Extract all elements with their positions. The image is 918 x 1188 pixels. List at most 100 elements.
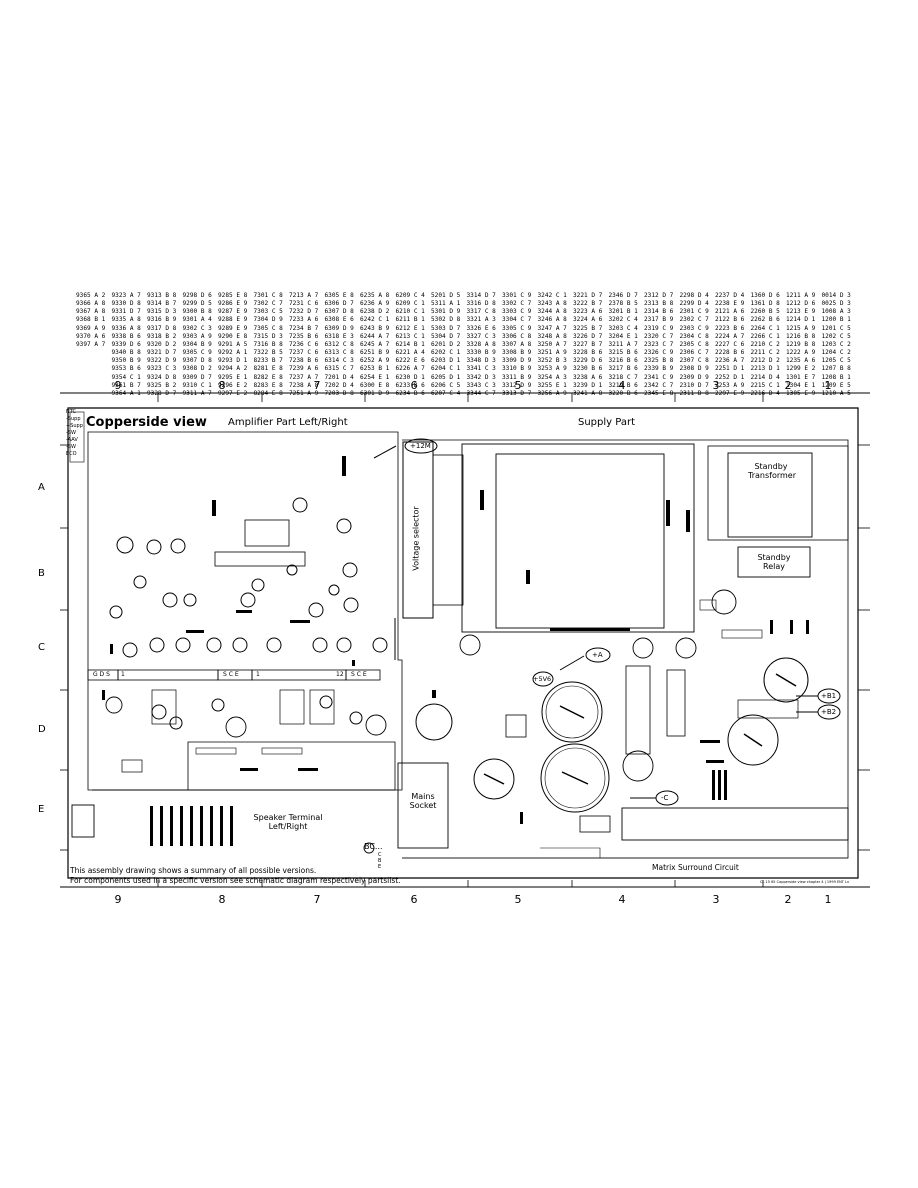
speaker-terminal-label: Speaker Terminal Left/Right xyxy=(253,813,323,831)
parts-table-entry: 1235 A 6 xyxy=(786,357,816,365)
parts-table-entry: 9308 D 2 xyxy=(182,365,212,373)
parts-table-entry: 9325 B 2 xyxy=(147,381,177,389)
parts-table-entry: 9340 B 8 xyxy=(111,349,141,357)
parts-table-entry: 2237 D 4 xyxy=(715,292,745,299)
parts-table-entry: 2223 B 6 xyxy=(715,324,745,332)
parts-table-entry: 1204 C 2 xyxy=(821,349,851,357)
parts-table-entry: 2122 B 6 xyxy=(715,316,745,324)
parts-table-entry: 7301 C 8 xyxy=(253,292,283,299)
parts-table-entry: 3247 A 7 xyxy=(537,324,567,332)
parts-table-entry: 2319 C 9 xyxy=(644,324,674,332)
parts-table-entry: 1222 A 9 xyxy=(786,349,816,357)
parts-table-entry: 7234 B 7 xyxy=(289,324,319,332)
transistor-pin-b: B xyxy=(378,858,382,864)
parts-table-entry: 2238 E 9 xyxy=(715,300,745,308)
left-label-ntc: NTC xyxy=(66,409,76,415)
parts-table-entry: 2214 D 4 xyxy=(750,373,780,381)
parts-table-entry: 6206 C 5 xyxy=(431,381,461,389)
matrix-surround-label: Matrix Surround Circuit xyxy=(652,863,739,872)
rail-label-plus-12m: +12M xyxy=(410,442,431,450)
page-title: Copperside view xyxy=(86,415,207,430)
parts-table-entry: 9287 E 9 xyxy=(218,308,248,316)
parts-table-entry: 2301 C 9 xyxy=(679,308,709,316)
parts-table-entry: 1202 C 5 xyxy=(821,332,851,340)
parts-table-entry: 6245 A 7 xyxy=(360,340,390,348)
parts-table-entry: 9300 B 8 xyxy=(182,308,212,316)
parts-table-entry: 6244 A 7 xyxy=(360,332,390,340)
parts-table-entry: 6243 B 9 xyxy=(360,324,390,332)
parts-table-entry: 7236 C 6 xyxy=(289,340,319,348)
parts-table-entry: 7235 B 6 xyxy=(289,332,319,340)
parts-table-entry: 3311 B 9 xyxy=(502,373,532,381)
parts-table-entry: 2302 C 7 xyxy=(679,316,709,324)
column-number-bottom-8: 8 xyxy=(218,893,226,906)
rail-label-plus-b1: +B1 xyxy=(821,692,837,700)
parts-table-entry: 3341 C 3 xyxy=(466,365,496,373)
connector-label-gds: G D S xyxy=(93,671,110,678)
parts-table-entry: 3321 A 3 xyxy=(466,316,496,324)
parts-table-entry: 2326 C 9 xyxy=(644,349,674,357)
parts-table-entry: 6251 B 9 xyxy=(360,349,390,357)
parts-table-entry: 2378 B 5 xyxy=(608,300,638,308)
parts-table-entry: 8281 E 8 xyxy=(253,365,283,373)
parts-table-entry: 1219 B 8 xyxy=(786,340,816,348)
parts-table-entry: 3228 B 6 xyxy=(573,349,603,357)
parts-table-entry: 8282 E 8 xyxy=(253,373,283,381)
parts-table-entry: 6308 E 6 xyxy=(324,316,354,324)
parts-table-entry: 3250 A 7 xyxy=(537,340,567,348)
parts-table-entry: 3216 B 6 xyxy=(608,357,638,365)
parts-table-entry: 2342 C 7 xyxy=(644,381,674,389)
connector-label-sce-1: S C E xyxy=(223,671,239,678)
parts-table-entry: 1205 C 5 xyxy=(821,357,851,365)
parts-table-entry: 9299 D 5 xyxy=(182,300,212,308)
parts-table-entry: 7231 C 6 xyxy=(289,300,319,308)
parts-table-entry: 3211 A 7 xyxy=(608,340,638,348)
parts-table-entry: 6314 C 3 xyxy=(324,357,354,365)
column-number-bottom-9: 9 xyxy=(114,893,122,906)
parts-table-entry: 9321 D 7 xyxy=(147,349,177,357)
parts-table-entry: 7322 B 5 xyxy=(253,349,283,357)
parts-table-entry: 3239 D 1 xyxy=(573,381,603,389)
parts-table-entry: 2253 A 9 xyxy=(715,381,745,389)
parts-table-entry: 6307 D 8 xyxy=(324,308,354,316)
parts-table-entry: 6315 C 7 xyxy=(324,365,354,373)
parts-table-entry: 6300 E 8 xyxy=(360,381,390,389)
assembly-note-line-1: This assembly drawing shows a summary of… xyxy=(70,866,317,875)
row-letter-b: B xyxy=(38,568,45,579)
parts-table-entry: 2341 C 9 xyxy=(644,373,674,381)
connector-label-sce-2: S C E xyxy=(351,671,367,678)
parts-table-entry: 6211 B 1 xyxy=(395,316,425,324)
column-number-top-7: 7 xyxy=(313,379,321,392)
parts-table-entry: 6222 E 6 xyxy=(395,357,425,365)
parts-table-entry: 2264 C 1 xyxy=(750,324,780,332)
parts-table-entry: 1215 A 9 xyxy=(786,324,816,332)
parts-table-entry: 6313 C 8 xyxy=(324,349,354,357)
column-number-bottom-6: 6 xyxy=(410,893,418,906)
parts-table-entry: 1203 C 2 xyxy=(821,340,851,348)
parts-table-entry: 1208 B 1 xyxy=(821,373,851,381)
parts-table-entry: 1212 D 6 xyxy=(786,300,816,308)
parts-table-entry: 7213 A 7 xyxy=(289,292,319,299)
parts-table-entry: 3317 C 8 xyxy=(466,308,496,316)
left-label-sw-1: -SW xyxy=(66,430,76,436)
voltage-selector-label: Voltage selector xyxy=(411,506,421,571)
parts-table-entry: 9303 A 9 xyxy=(182,332,212,340)
parts-table-entry: 2313 B 8 xyxy=(644,300,674,308)
parts-table-entry: 3310 B 9 xyxy=(502,365,532,373)
parts-table-entry: 9318 B 2 xyxy=(147,332,177,340)
parts-table-entry: 9323 C 3 xyxy=(147,365,177,373)
parts-table-entry: 1213 E 9 xyxy=(786,308,816,316)
parts-table-entry: 2213 D 1 xyxy=(750,365,780,373)
parts-table-entry: 3243 A 8 xyxy=(537,300,567,308)
parts-table-entry: 6209 C 4 xyxy=(395,292,425,299)
parts-table-entry: 2346 D 7 xyxy=(608,292,638,299)
parts-table-entry: 3305 C 9 xyxy=(502,324,532,332)
parts-table-entry: 9302 C 3 xyxy=(182,324,212,332)
parts-table-entry: 2323 C 7 xyxy=(644,340,674,348)
column-number-bottom-2: 2 xyxy=(784,893,792,906)
parts-table-entry: 2310 D 7 xyxy=(679,381,709,389)
parts-table-entry: 9323 A 7 xyxy=(111,292,141,299)
supply-section-label: Supply Part xyxy=(578,417,635,428)
